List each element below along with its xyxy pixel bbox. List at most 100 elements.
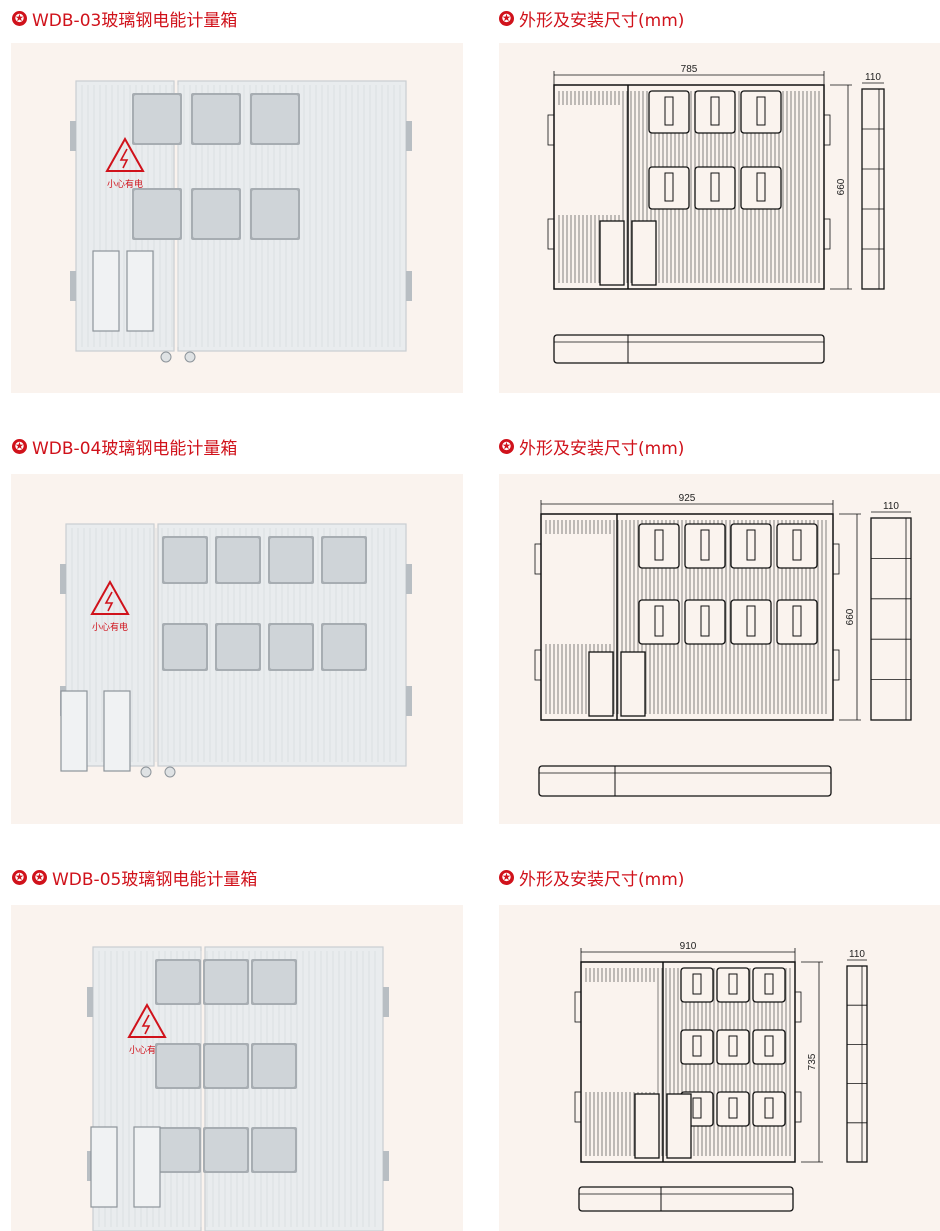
meter-bracket [756, 96, 766, 126]
product-photo-wdb-03: 小心有电 [11, 43, 463, 393]
hinge [87, 1151, 93, 1181]
side-view-outline [846, 965, 868, 1163]
meter-slot [730, 523, 772, 569]
lock-icon [164, 766, 176, 778]
meter-window [134, 95, 180, 143]
star-circle-icon: ✪ [499, 10, 514, 26]
electric-hazard-icon [105, 136, 145, 172]
meter-slot [694, 90, 736, 134]
hinge-marker [574, 1091, 582, 1123]
drawing-title-text: 外形及安装尺寸(mm) [519, 10, 685, 31]
meter-window [164, 625, 206, 669]
meter-bracket [654, 529, 664, 561]
meter-window [134, 190, 180, 238]
meter-bracket [710, 172, 720, 202]
meter-slot [776, 599, 818, 645]
star-circle-icon: ✪ [499, 869, 514, 885]
hinge-marker [547, 114, 555, 146]
handle-outline [631, 220, 657, 286]
meter-window [217, 625, 259, 669]
hinge-marker [832, 543, 840, 575]
hinge [70, 271, 76, 301]
hinge [60, 564, 66, 594]
meter-bracket [746, 605, 756, 637]
door-handle [103, 690, 131, 772]
drawing-title-wdb-05: ✪ 外形及安装尺寸(mm) [499, 865, 684, 890]
star-circle-icon: ✪ [12, 869, 27, 885]
door-handle [92, 250, 120, 332]
hinge [406, 686, 412, 716]
product-title-wdb-04: ✪ WDB-04玻璃钢电能计量箱 [12, 434, 237, 459]
meter-slot [740, 166, 782, 210]
depth-dimension-label: 110 [865, 72, 881, 83]
meter-window [217, 538, 259, 582]
meter-bracket [756, 172, 766, 202]
star-circle-icon: ✪ [12, 10, 27, 26]
lock-icon [184, 351, 196, 363]
left-panel-area [558, 105, 622, 215]
width-dimension-label: 785 [681, 64, 698, 75]
meter-box-photo: 小心有电 [60, 523, 412, 778]
meter-window [323, 538, 365, 582]
height-dimension-label: 735 [807, 1053, 818, 1070]
hinge [406, 271, 412, 301]
meter-slot [684, 523, 726, 569]
meter-slot [776, 523, 818, 569]
meter-bracket [710, 96, 720, 126]
depth-dimension-label: 110 [883, 501, 899, 512]
star-circle-icon: ✪ [32, 869, 47, 885]
meter-slot [716, 1029, 750, 1065]
meter-bracket [792, 605, 802, 637]
meter-bracket [792, 529, 802, 561]
bottom-view-outline [538, 765, 832, 797]
meter-window [193, 190, 239, 238]
meter-bracket [728, 1097, 738, 1119]
meter-bracket [764, 1035, 774, 1057]
hinge-marker [534, 649, 542, 681]
electric-bolt [141, 1014, 151, 1035]
meter-window [252, 95, 298, 143]
meter-window [270, 538, 312, 582]
meter-window [205, 1045, 247, 1087]
drawing-title-text: 外形及安装尺寸(mm) [519, 438, 685, 459]
drawing-title-wdb-03: ✪ 外形及安装尺寸(mm) [499, 6, 685, 31]
product-title-wdb-03: ✪ WDB-03玻璃钢电能计量箱 [12, 6, 237, 31]
handle-outline [634, 1093, 660, 1159]
front-view-outline [540, 513, 834, 721]
meter-slot [680, 1029, 714, 1065]
meter-window [157, 1129, 199, 1171]
meter-bracket [664, 96, 674, 126]
meter-bracket [728, 973, 738, 995]
electric-hazard-icon [127, 1002, 167, 1038]
handle-outline [588, 651, 614, 717]
height-dimension-label: 660 [845, 608, 856, 625]
meter-bracket [764, 973, 774, 995]
hinge-marker [574, 991, 582, 1023]
product-title-wdb-05: ✪ ✪ WDB-05玻璃钢电能计量箱 [12, 865, 257, 890]
meter-slot [638, 523, 680, 569]
meter-bracket [664, 172, 674, 202]
meter-slot [740, 90, 782, 134]
meter-bracket [700, 529, 710, 561]
electric-bolt [104, 591, 114, 612]
meter-slot [716, 1091, 750, 1127]
star-circle-icon: ✪ [12, 438, 27, 454]
meter-bracket [654, 605, 664, 637]
hinge-marker [534, 543, 542, 575]
meter-slot [684, 599, 726, 645]
meter-slot [752, 1029, 786, 1065]
warning-label: 小心有电 [107, 178, 143, 190]
hinge-marker [823, 114, 831, 146]
meter-slot [730, 599, 772, 645]
meter-slot [694, 166, 736, 210]
door-handle [126, 250, 154, 332]
meter-window [157, 1045, 199, 1087]
hinge [87, 987, 93, 1017]
depth-dimension-label: 110 [849, 949, 865, 960]
meter-window [205, 1129, 247, 1171]
